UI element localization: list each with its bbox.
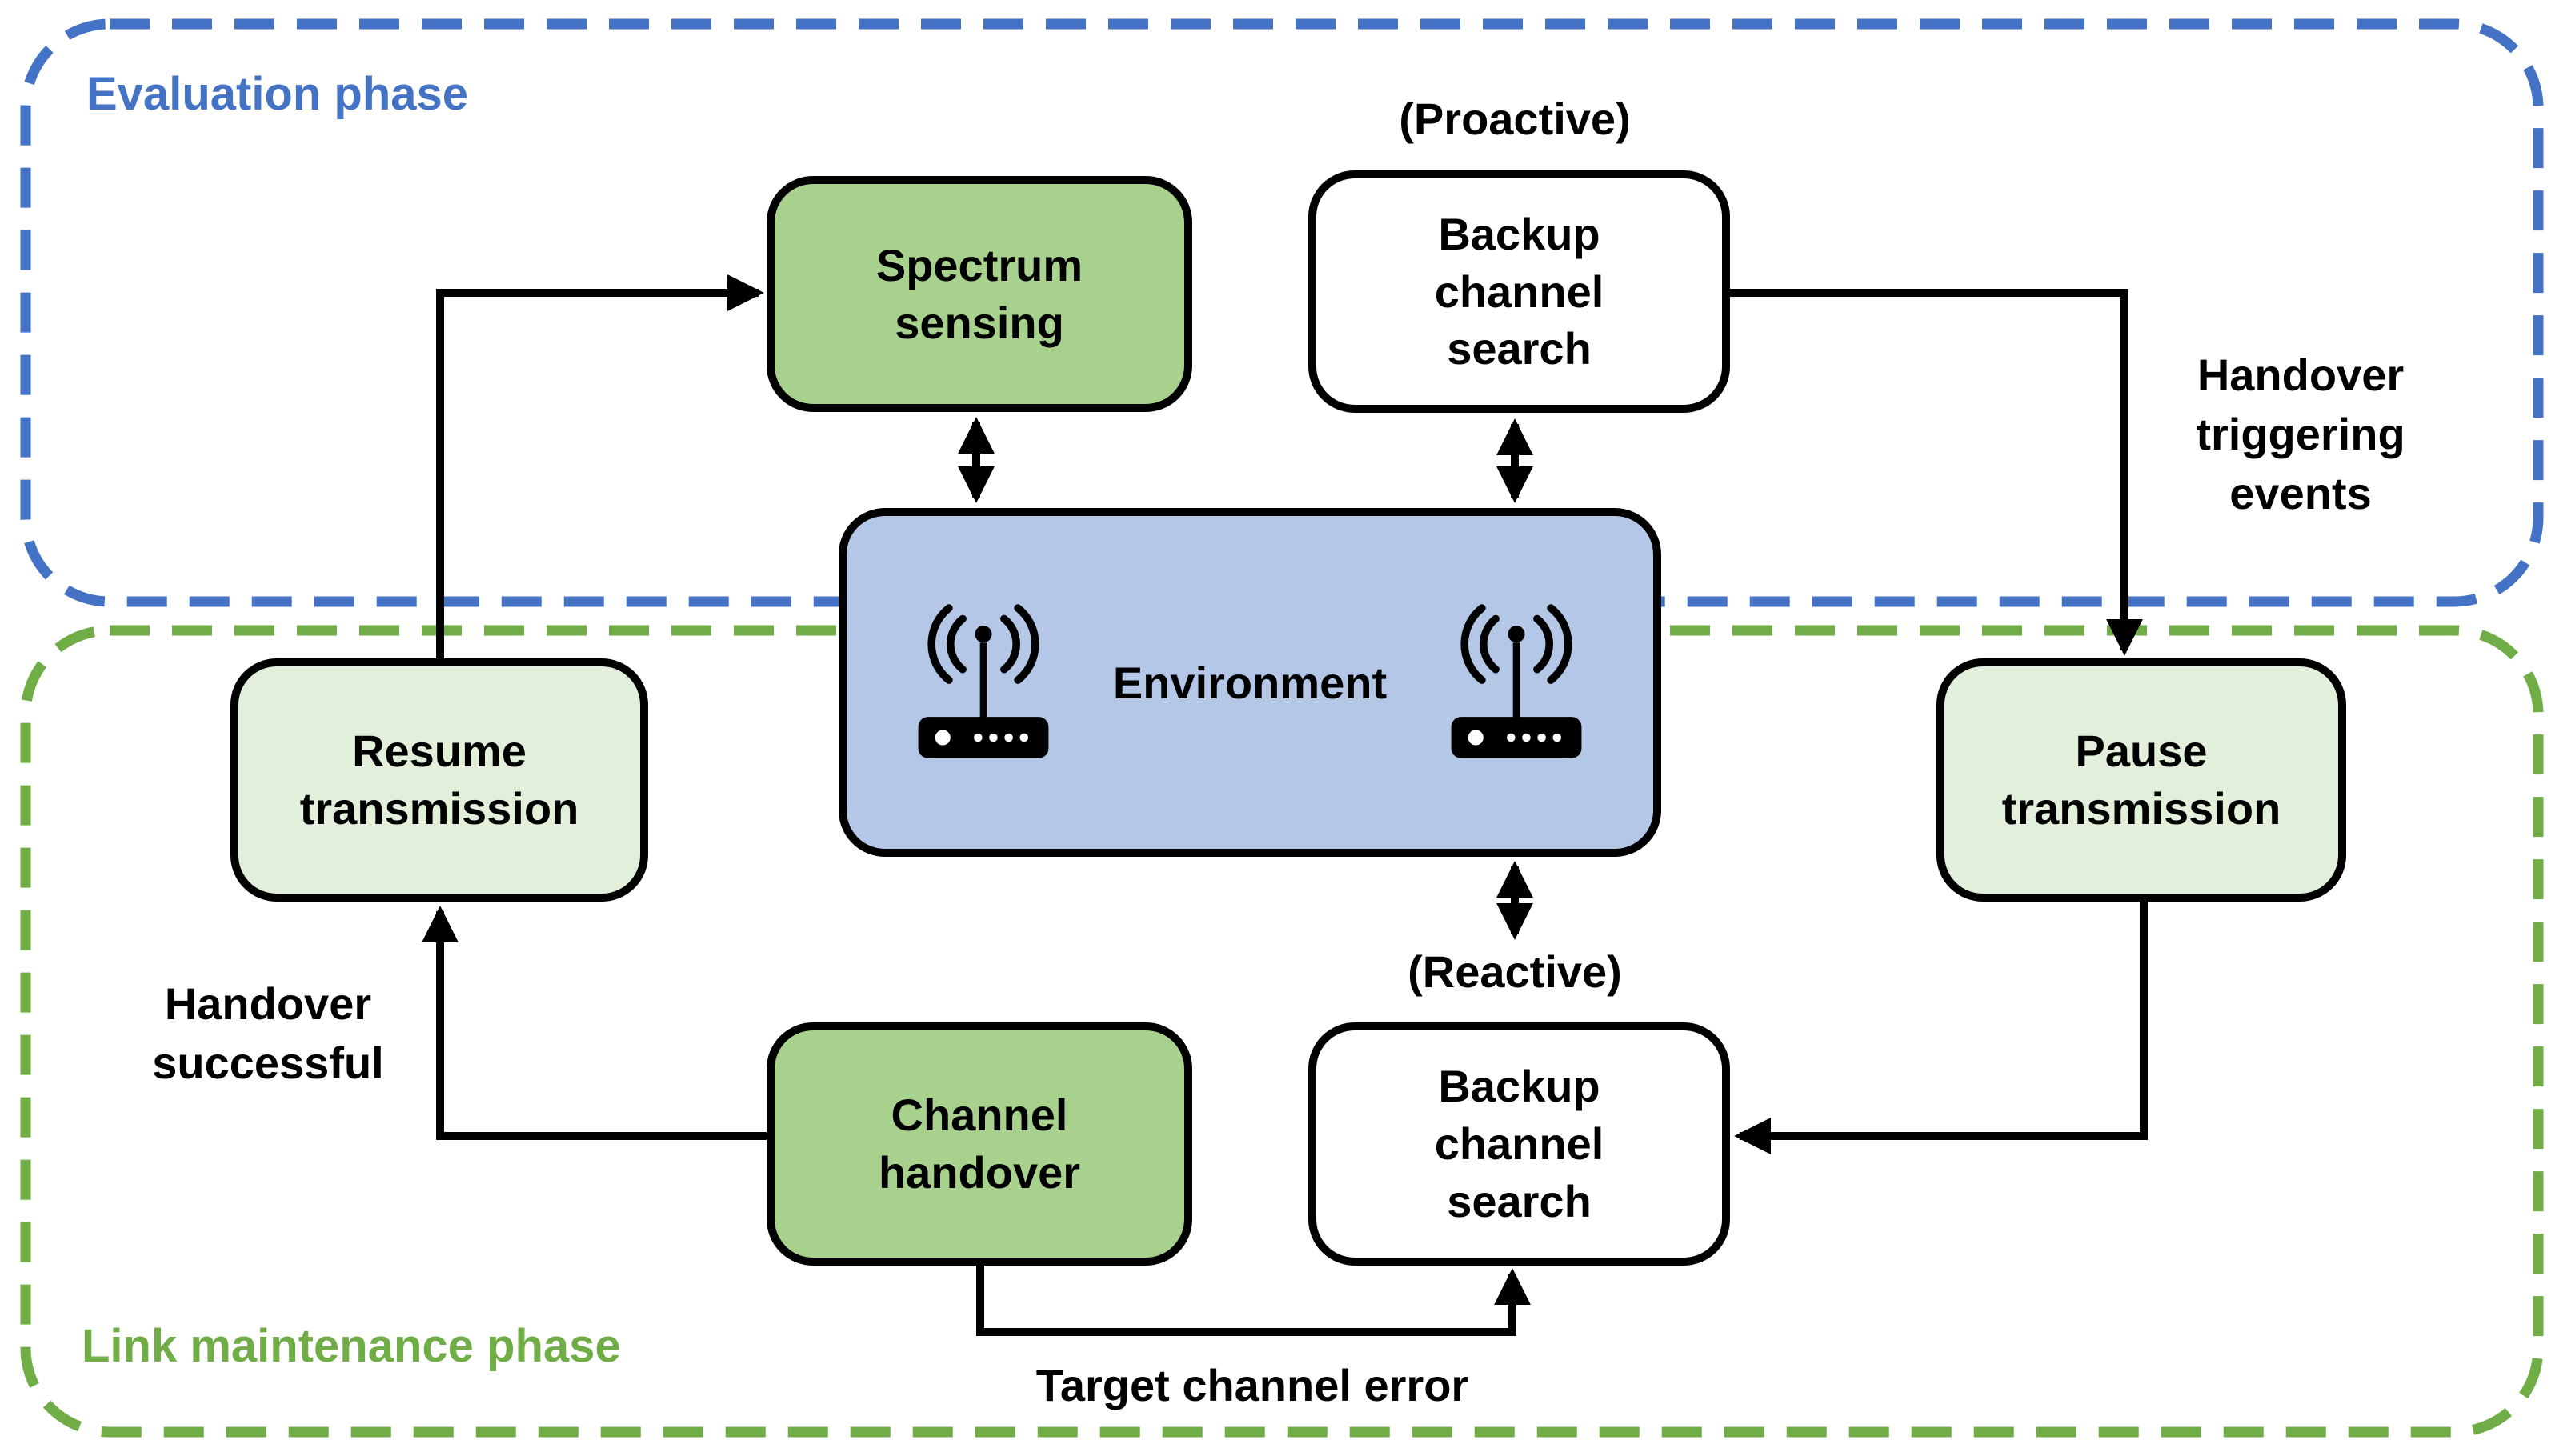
arrow-pause-to-backup-reactive (1734, 902, 2148, 1154)
pause-transmission-label: Pause transmission (2001, 726, 2281, 834)
backup-channel-search-reactive-label: Backup channel search (1434, 1061, 1604, 1226)
handover-triggering-events-label: Handover triggering events (2196, 350, 2405, 518)
arrow-backup-proactive-to-pause-transmission (1730, 289, 2143, 656)
node-channel-handover: Channel handover (767, 1022, 1192, 1266)
spectrum-sensing-label: Spectrum sensing (875, 239, 1083, 348)
node-environment: Environment (839, 508, 1661, 857)
handover-successful-label: Handover successful (152, 978, 384, 1088)
link-maintenance-phase-label: Link maintenance phase (82, 1320, 621, 1372)
backup-channel-search-proactive-label: Backup channel search (1434, 208, 1604, 374)
arrow-resume-to-spectrum-sensing (436, 274, 764, 658)
node-backup-channel-search-reactive: Backup channel search (1308, 1022, 1730, 1266)
reactive-tag: (Reactive) (1408, 946, 1622, 997)
node-spectrum-sensing: Spectrum sensing (767, 176, 1192, 412)
evaluation-phase-label: Evaluation phase (86, 68, 469, 120)
arrow-channel-handover-to-backup-reactive (976, 1266, 1531, 1336)
arrow-channel-handover-to-resume (422, 906, 767, 1140)
proactive-tag: (Proactive) (1399, 94, 1631, 144)
node-pause-transmission: Pause transmission (1936, 658, 2346, 902)
wifi-router-icon (1451, 604, 1582, 758)
target-channel-error-label: Target channel error (1035, 1360, 1469, 1410)
environment-label: Environment (1112, 657, 1388, 708)
node-resume-transmission: Resume transmission (230, 658, 648, 902)
resume-transmission-label: Resume transmission (299, 726, 579, 834)
channel-handover-label: Channel handover (878, 1090, 1081, 1198)
wifi-router-icon (918, 604, 1049, 758)
node-backup-channel-search-proactive: Backup channel search (1308, 170, 1730, 413)
